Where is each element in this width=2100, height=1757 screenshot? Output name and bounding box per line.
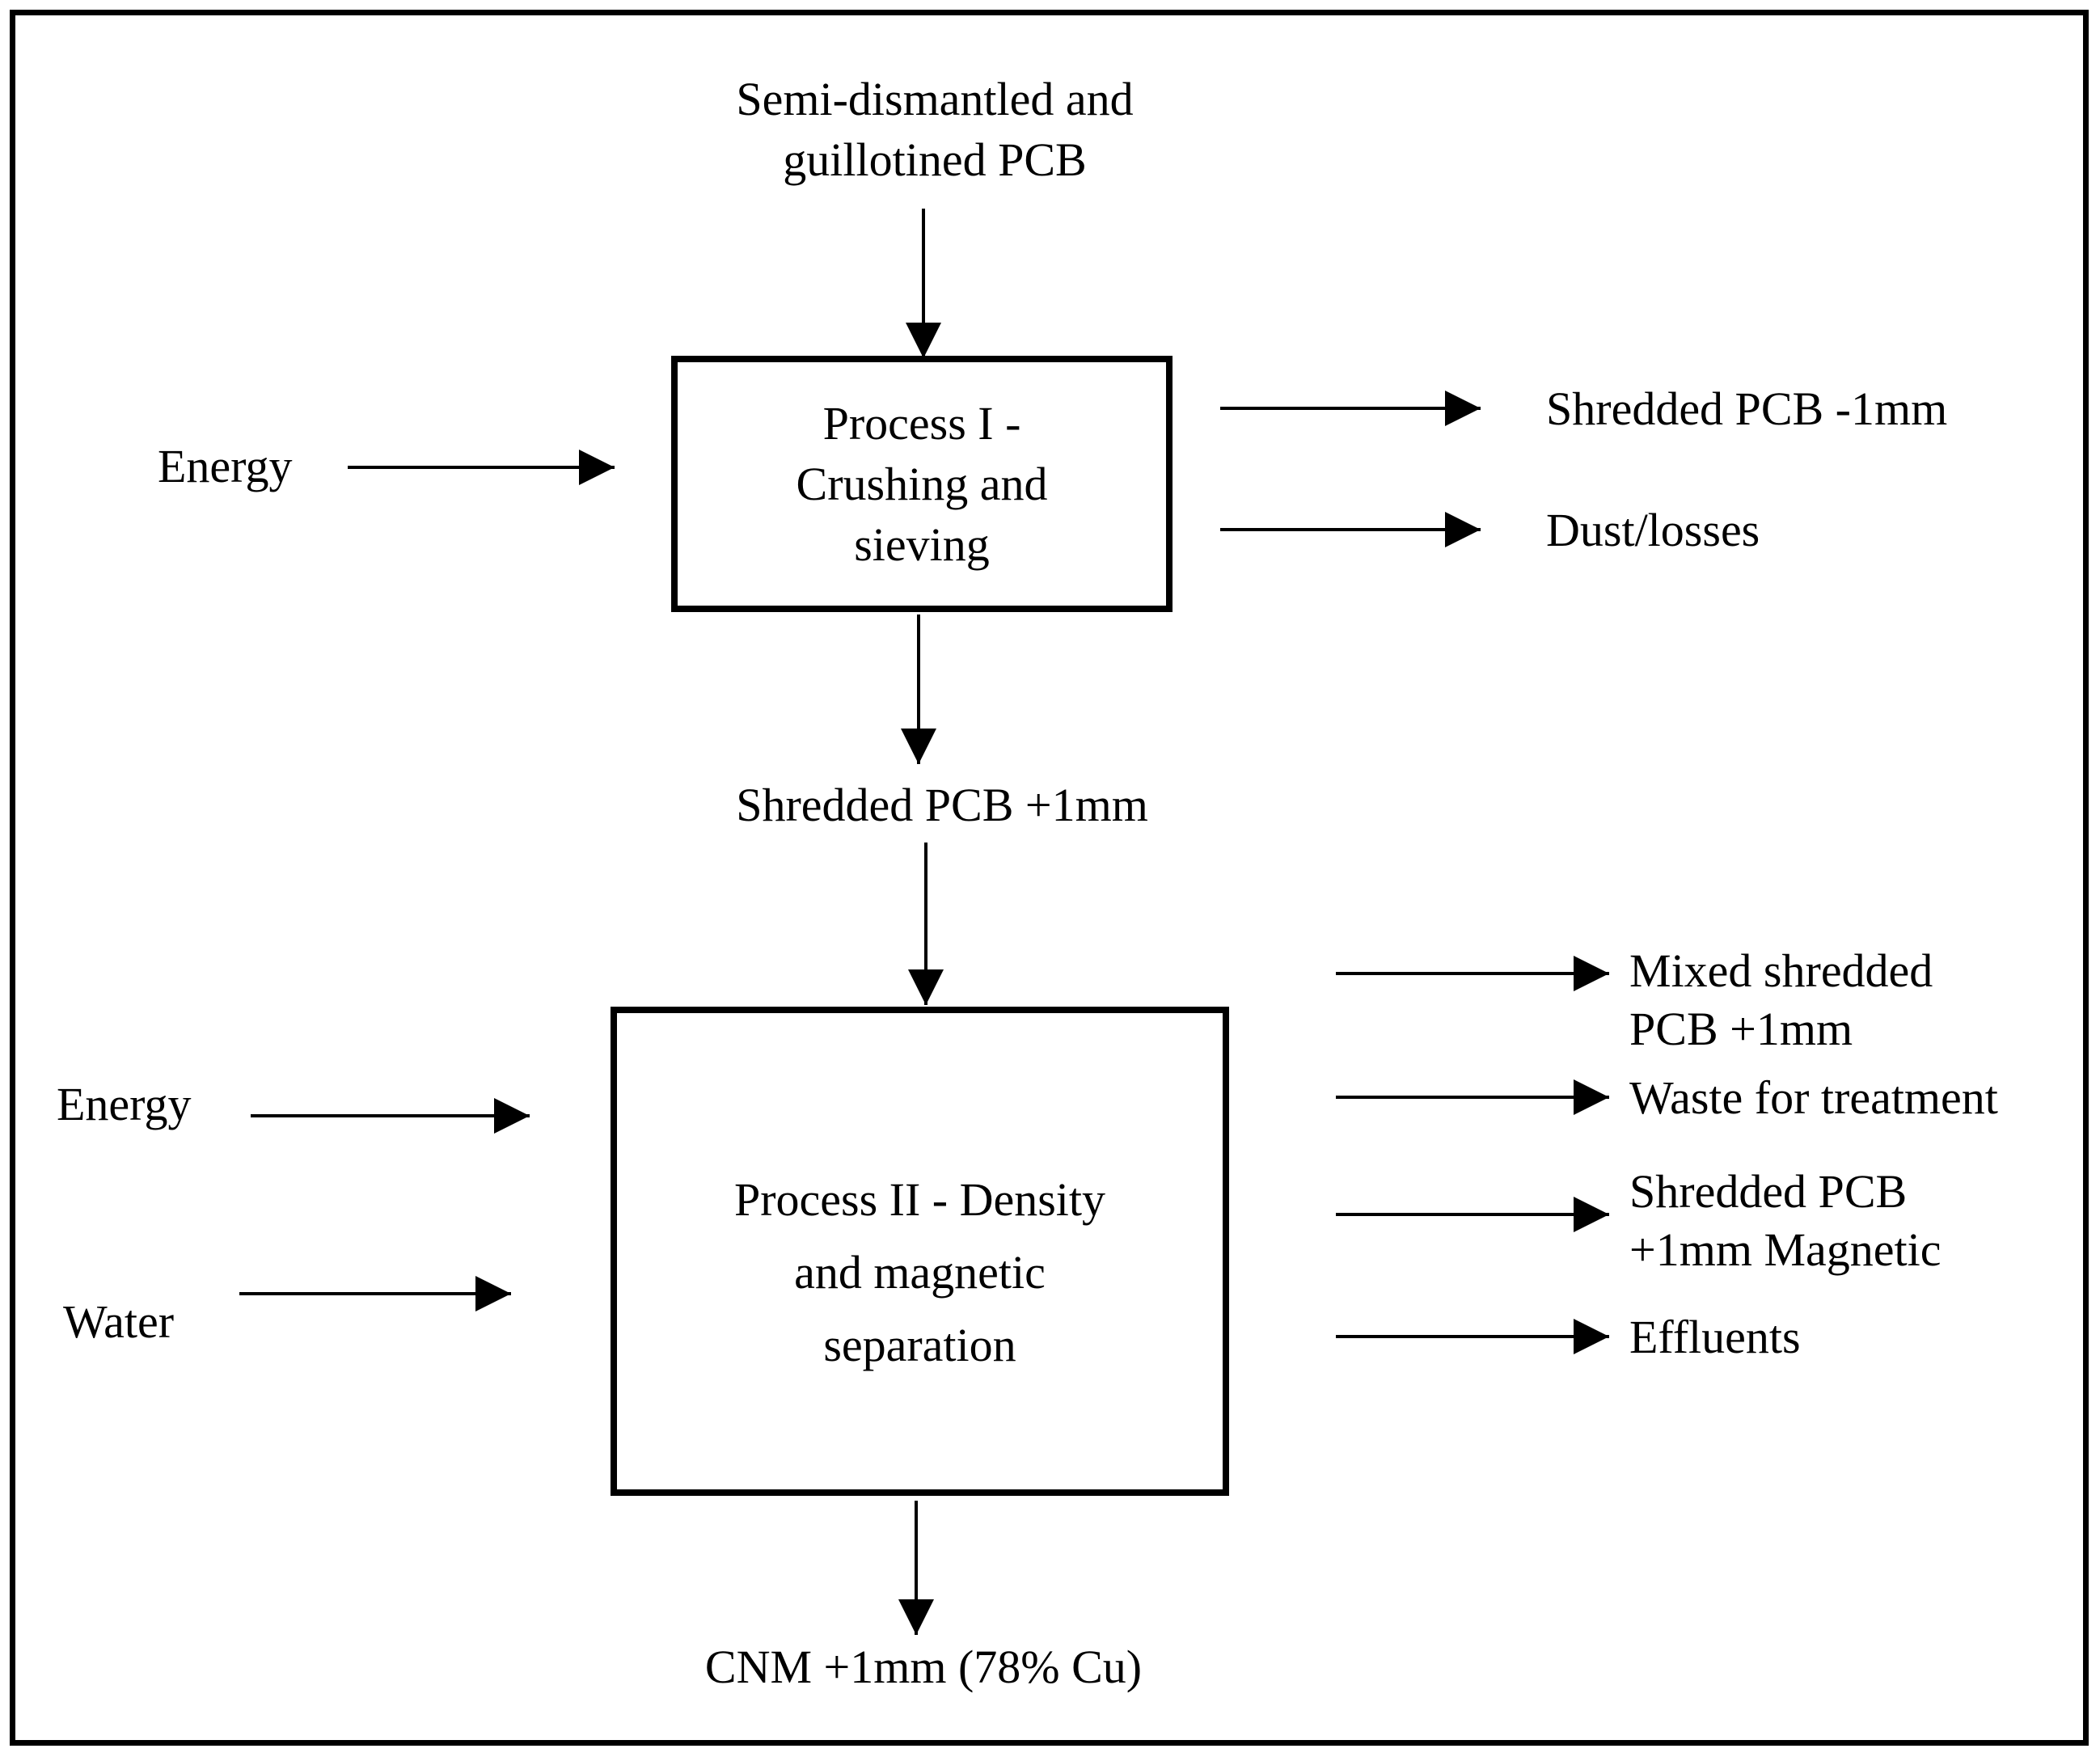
process2-input-energy-label: Energy [57,1078,192,1130]
process1-box: Process I - Crushing and sieving [671,356,1173,612]
process2-box: Process II - Density and magnetic separa… [611,1007,1229,1496]
process1-output-dust-losses-label: Dust/losses [1546,504,1760,556]
process1-label: Process I - Crushing and sieving [796,397,1048,571]
process2-output-mixed-shredded-label: Mixed shredded PCB +1mm [1629,944,1933,1055]
process2-output-effluents-label: Effluents [1629,1311,1801,1363]
process2-label: Process II - Density and magnetic separa… [733,1172,1106,1371]
process1-output-shredded-minus1mm-label: Shredded PCB -1mm [1546,382,1948,435]
process2-input-water-label: Water [63,1295,175,1348]
process2-output-magnetic-label: Shredded PCB +1mm Magnetic [1629,1165,1942,1276]
process1-input-energy-label: Energy [158,440,293,492]
intermediate-shredded-plus1mm-label: Shredded PCB +1mm [736,779,1148,831]
diagram-border [10,10,2089,1746]
final-output-cnm-label: CNM +1mm (78% Cu) [704,1641,1143,1693]
process2-output-waste-for-treatment-label: Waste for treatment [1629,1071,1998,1124]
top-input-label: Semi-dismantled and guillotined PCB [736,73,1134,186]
